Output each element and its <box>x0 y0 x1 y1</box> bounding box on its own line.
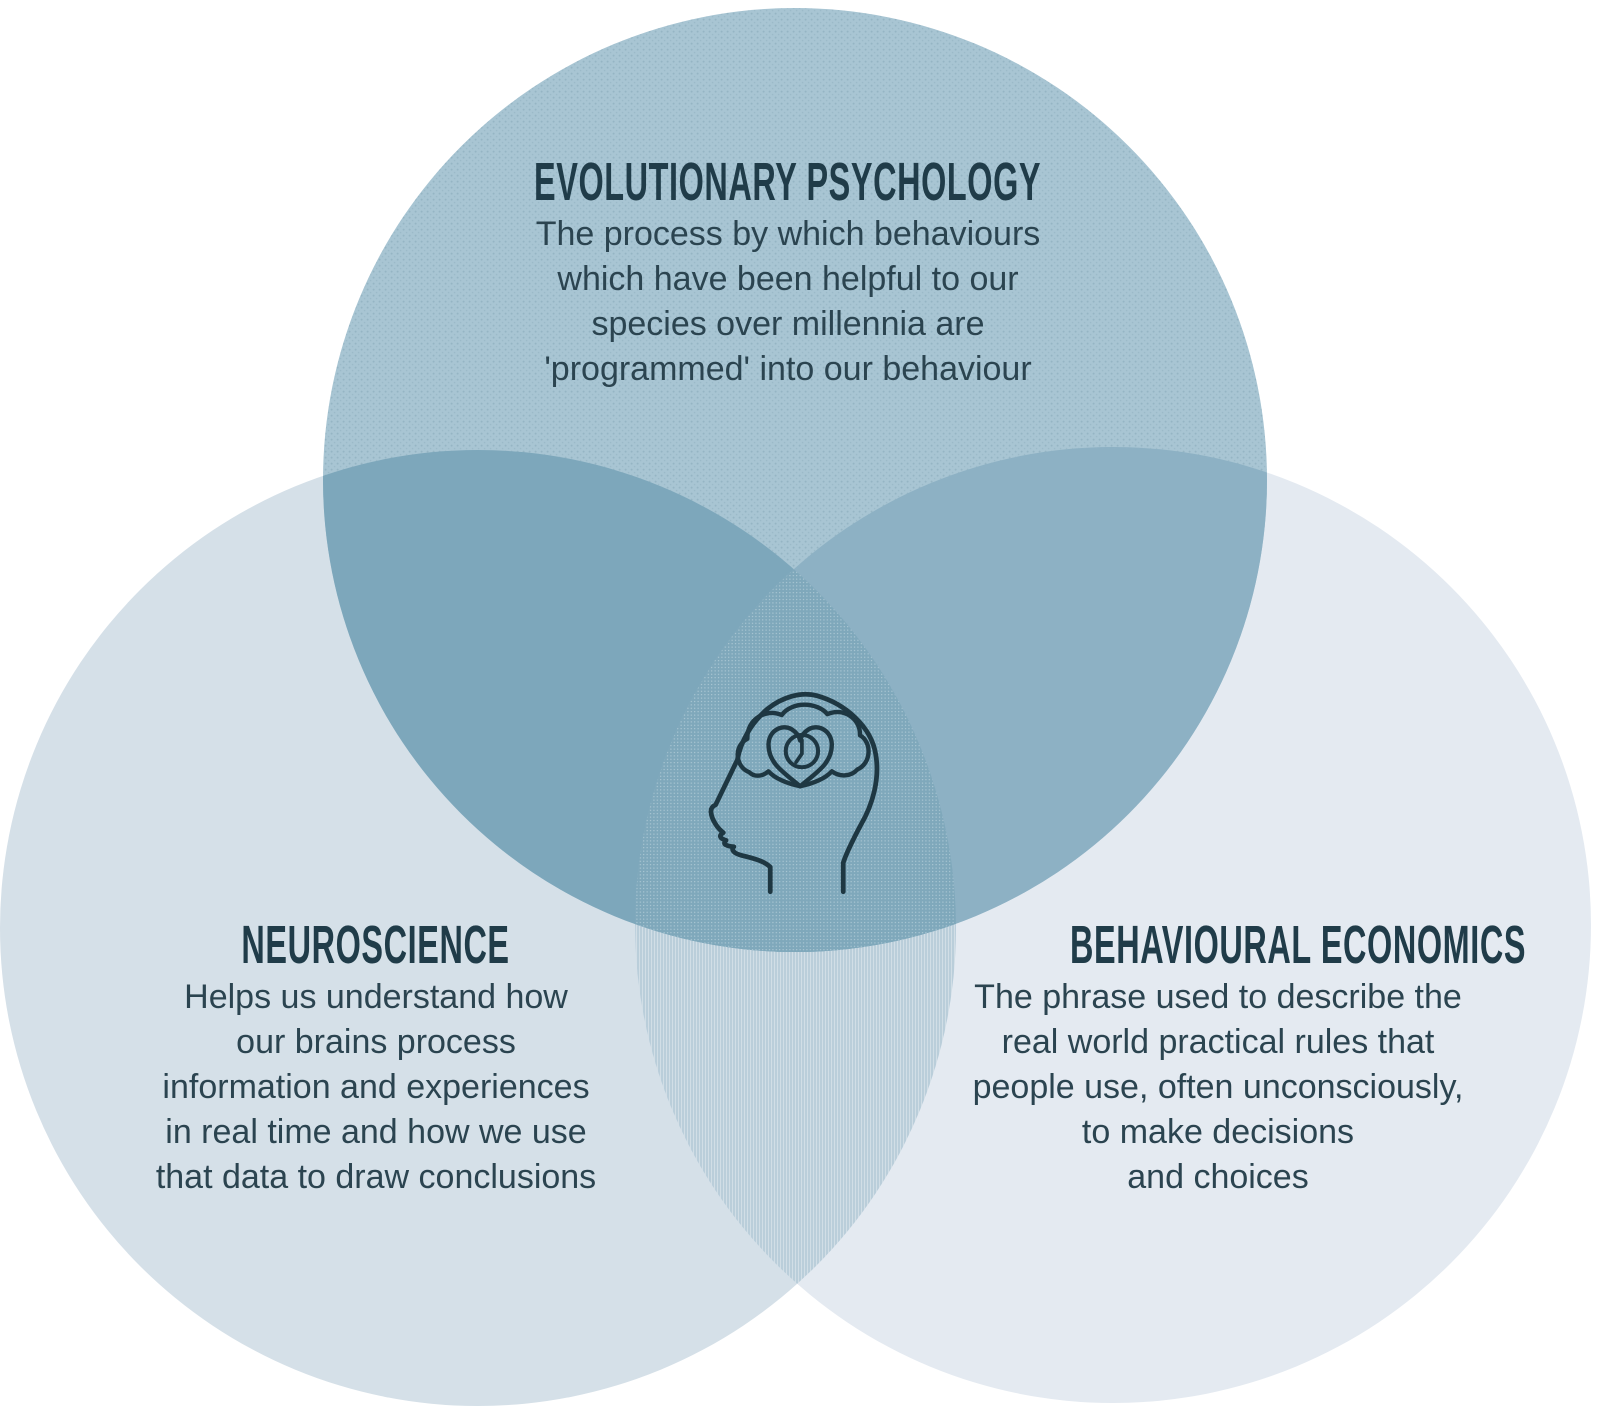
description-line: 'programmed' into our behaviour <box>544 350 1032 388</box>
description-line: information and experiences <box>162 1068 590 1106</box>
right-circle-title: BEHAVIOURAL ECONOMICS <box>1070 915 1527 975</box>
clock-hands <box>794 738 804 764</box>
right-circle-description: The phrase used to describe the real wor… <box>918 975 1518 1200</box>
left-circle-label: NEUROSCIENCE Helps us understand how our… <box>76 915 676 1200</box>
description-line: real world practical rules that <box>1001 1023 1435 1061</box>
description-line: The process by which behaviours <box>535 215 1041 253</box>
clock-icon <box>783 732 821 770</box>
description-line: and choices <box>1127 1158 1309 1196</box>
right-circle-label: BEHAVIOURAL ECONOMICS The phrase used to… <box>918 918 1526 1200</box>
top-circle-title: EVOLUTIONARY PSYCHOLOGY <box>534 152 1042 212</box>
description-line: that data to draw conclusions <box>155 1158 597 1196</box>
left-circle-title: NEUROSCIENCE <box>241 915 511 975</box>
head-brain-heart-clock-icon <box>708 691 880 895</box>
description-line: people use, often unconsciously, <box>972 1068 1464 1106</box>
top-circle-description: The process by which behaviours which ha… <box>338 212 1238 392</box>
description-line: Helps us understand how <box>184 978 568 1016</box>
description-line: The phrase used to describe the <box>974 978 1462 1016</box>
description-line: our brains process <box>236 1023 516 1061</box>
top-circle-label: EVOLUTIONARY PSYCHOLOGY The process by w… <box>338 152 1238 392</box>
description-line: which have been helpful to our <box>557 260 1019 298</box>
description-line: to make decisions <box>1081 1113 1355 1151</box>
description-line: in real time and how we use <box>165 1113 587 1151</box>
description-line: species over millennia are <box>591 305 985 343</box>
left-circle-description: Helps us understand how our brains proce… <box>76 975 676 1200</box>
